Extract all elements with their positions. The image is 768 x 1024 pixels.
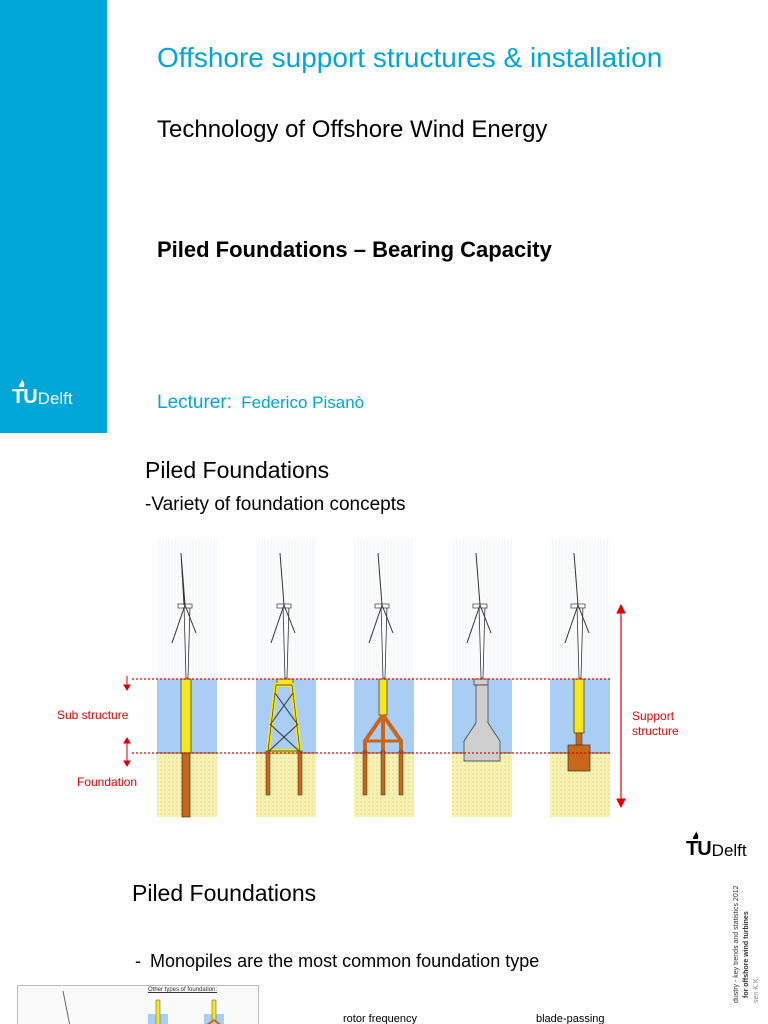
- tripod-concept: [354, 539, 414, 817]
- side-note-line2: for offshore wind turbines: [743, 911, 750, 998]
- blade-passing-label: blade-passing: [536, 1013, 605, 1024]
- gravity-base-concept: [452, 539, 512, 817]
- inset-caption: Other types of foundation:: [148, 987, 218, 993]
- support-structure-label: Support structure: [632, 709, 679, 739]
- inset-foundation-drawing: [62, 990, 224, 1024]
- bullet-item: - Monopiles are the most common foundati…: [135, 951, 539, 972]
- support-structure-label-line2: structure: [632, 724, 679, 738]
- topic-heading: Piled Foundations – Bearing Capacity: [157, 237, 552, 262]
- foundation-concepts-slide: Piled Foundations -Variety of foundation…: [0, 433, 768, 863]
- logo-tu-text: TU: [686, 838, 712, 860]
- tudelft-logo: TU Delft: [686, 831, 747, 861]
- inset-foundation-image: Other types of foundation:: [17, 985, 259, 1024]
- monopile-slide: Piled Foundations - Monopiles are the mo…: [0, 863, 768, 1024]
- rotor-frequency-label: rotor frequency: [343, 1013, 417, 1024]
- course-subtitle: Technology of Offshore Wind Energy: [157, 116, 548, 143]
- logo-delft-text: Delft: [711, 841, 747, 860]
- logo-tu-text: TU: [12, 386, 38, 408]
- slide-title: Piled Foundations: [132, 880, 317, 906]
- lecturer-line: Lecturer: Federico Pisanò: [157, 392, 364, 414]
- flame-icon: [693, 831, 699, 839]
- flame-icon: [19, 379, 25, 387]
- tu-blue-sidebar: TU Delft: [0, 0, 107, 433]
- monopile-concept: [157, 539, 217, 818]
- side-note-line3: sen K.K.: [753, 976, 760, 1003]
- side-note-line1: dustry - key trends and statistics 2012: [733, 885, 740, 1004]
- slide-subtitle: -Variety of foundation concepts: [145, 494, 406, 515]
- foundation-label: Foundation: [77, 775, 138, 789]
- support-structure-arrow: [616, 603, 626, 809]
- bullet-dash: -: [135, 951, 141, 971]
- suction-bucket-concept: [550, 539, 610, 817]
- slide-title: Piled Foundations: [145, 457, 330, 483]
- logo-delft-text: Delft: [37, 389, 73, 408]
- tudelft-logo: TU Delft: [12, 379, 73, 409]
- bullet-text: Monopiles are the most common foundation…: [150, 951, 540, 971]
- support-structure-label-line1: Support: [632, 709, 675, 723]
- title-slide: TU Delft Offshore support structures & i…: [0, 0, 768, 433]
- main-title: Offshore support structures & installati…: [157, 42, 663, 73]
- foundation-concepts-diagram: [123, 539, 626, 818]
- sub-structure-arrows: [123, 676, 131, 767]
- jacket-concept: [256, 539, 316, 817]
- lecturer-label: Lecturer:: [157, 392, 232, 413]
- sub-structure-label: Sub structure: [57, 708, 129, 722]
- lecturer-name: Federico Pisanò: [241, 393, 365, 412]
